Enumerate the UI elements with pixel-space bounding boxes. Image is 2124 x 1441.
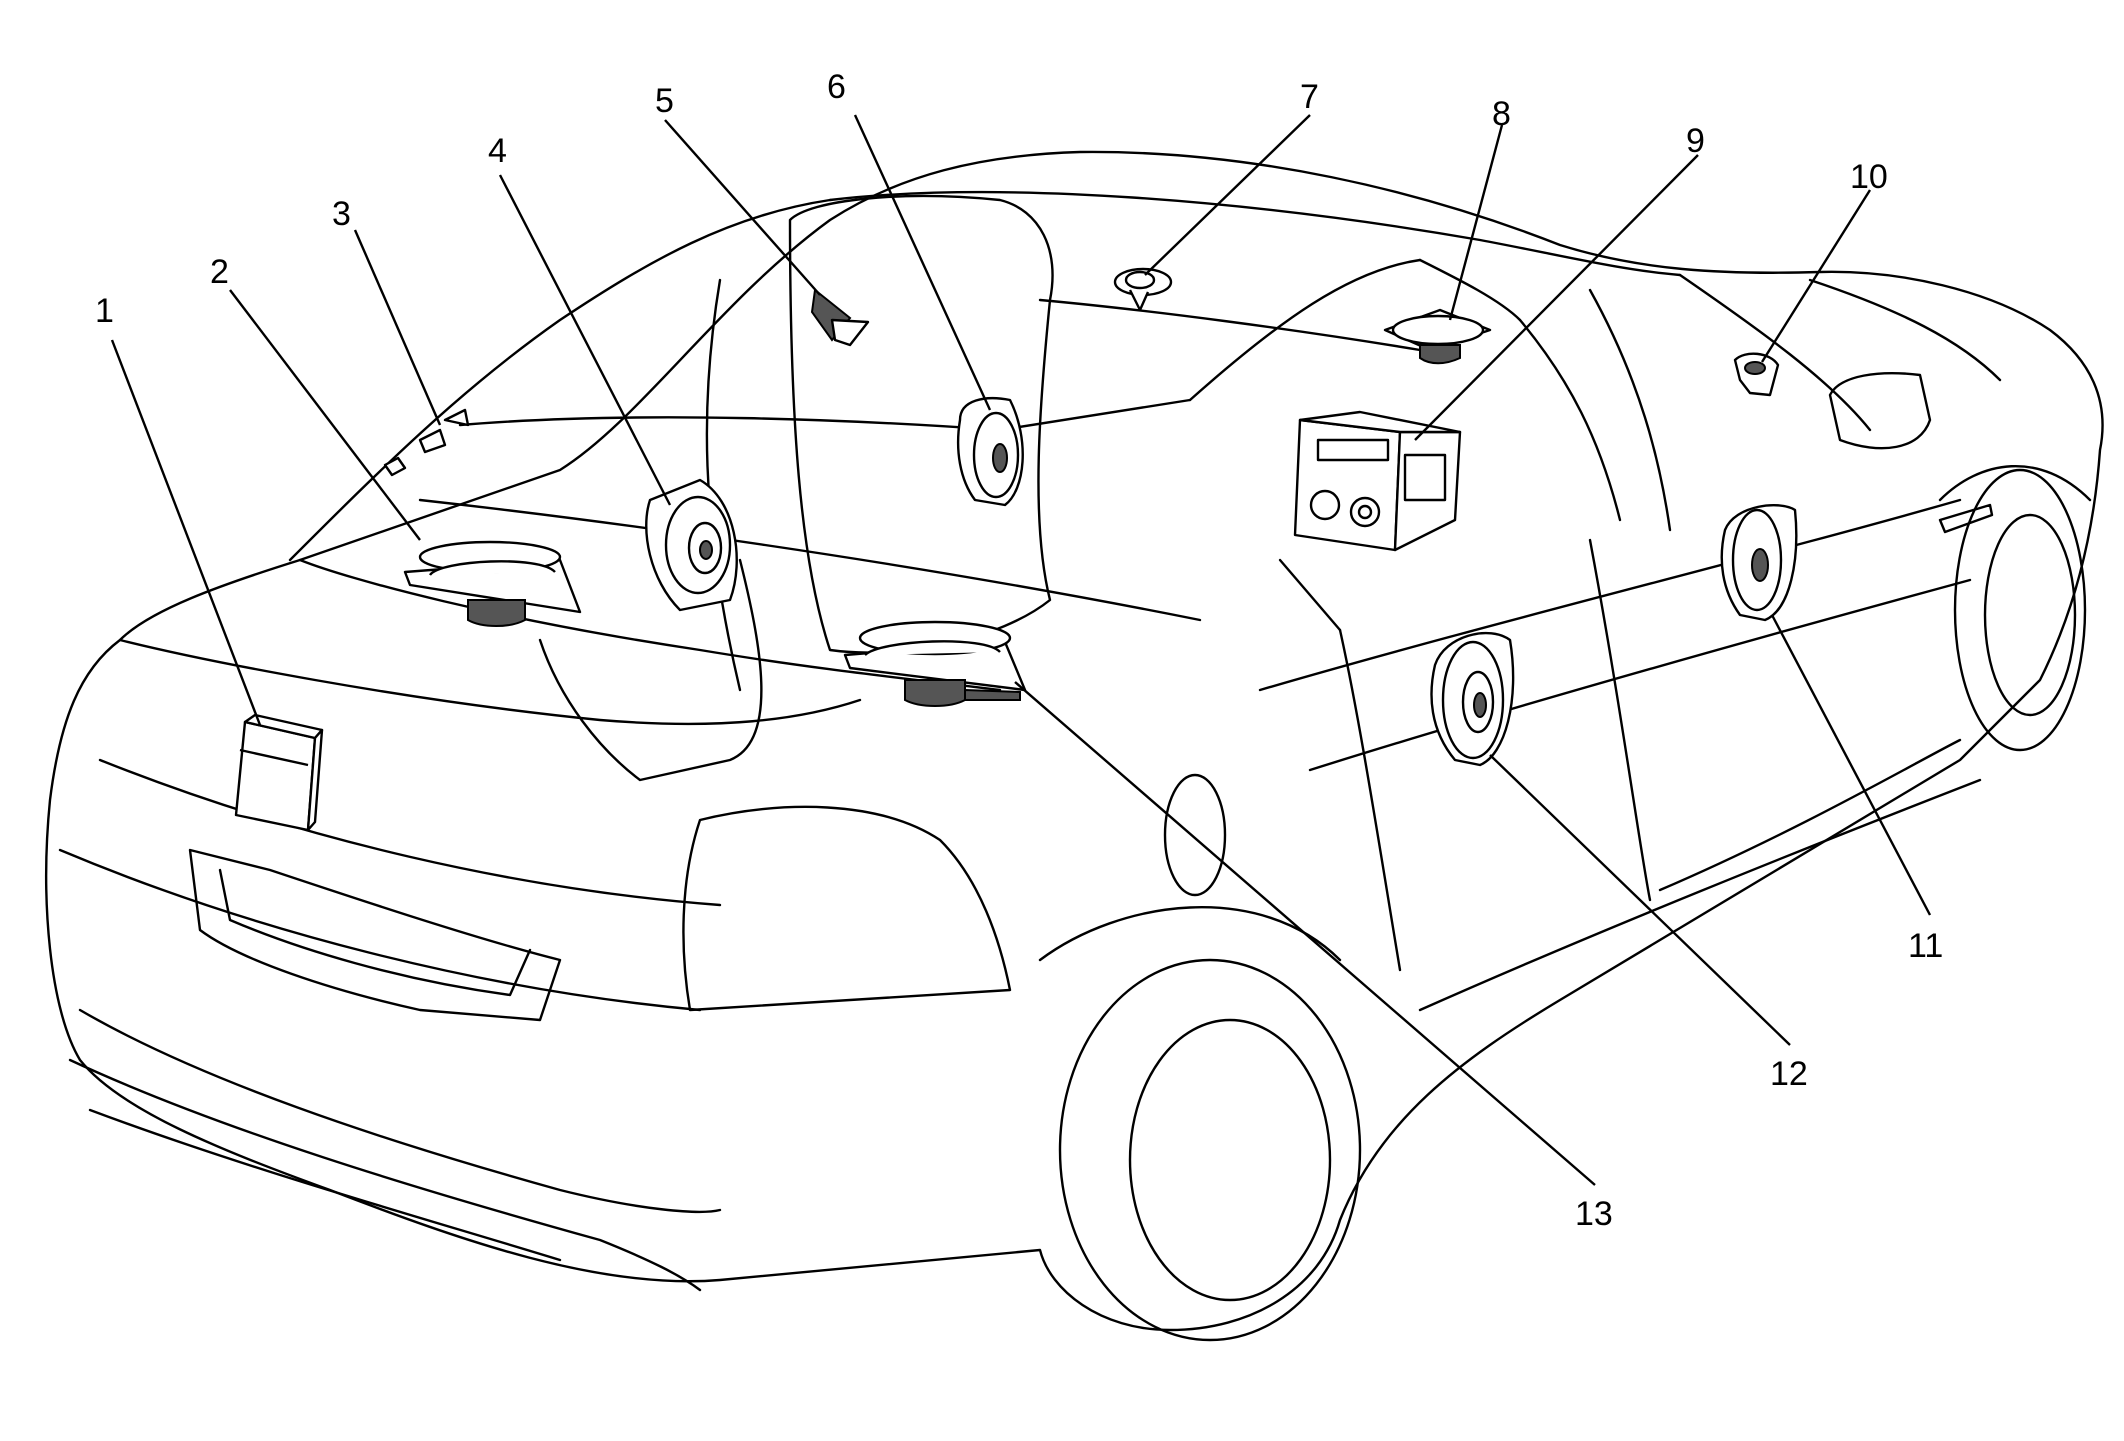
roof-antenna — [810, 288, 870, 347]
leader-lines — [110, 114, 1932, 1186]
front-tweeter — [1733, 352, 1780, 397]
callout-1: 1 — [95, 292, 114, 330]
leader-5 — [664, 119, 821, 296]
leader-13 — [1014, 681, 1596, 1186]
callout-7: 7 — [1300, 78, 1319, 116]
callout-9: 9 — [1686, 122, 1705, 160]
leader-6 — [853, 114, 992, 411]
car-body — [45, 150, 2104, 1342]
front-dash-speaker — [1383, 308, 1492, 365]
callout-10: 10 — [1850, 158, 1888, 196]
rear-deck-speaker-right — [843, 620, 1027, 707]
rear-door-speaker — [645, 478, 738, 612]
leader-2 — [229, 289, 421, 541]
leader-4 — [498, 174, 672, 506]
rear-deck-speaker-left — [403, 540, 582, 627]
leader-7 — [1144, 114, 1311, 276]
leader-1 — [110, 339, 262, 726]
rear-side-speaker — [957, 397, 1024, 507]
callout-13: 13 — [1575, 1195, 1613, 1233]
amplifier-module — [234, 713, 324, 832]
leader-8 — [1448, 124, 1504, 321]
callout-8: 8 — [1492, 95, 1511, 133]
callout-11: 11 — [1908, 927, 1943, 965]
callout-6: 6 — [827, 68, 846, 106]
leader-10 — [1760, 189, 1872, 363]
callout-2: 2 — [210, 253, 229, 291]
callout-4: 4 — [488, 132, 507, 170]
callout-5: 5 — [655, 82, 674, 120]
radio-head-unit — [1293, 410, 1462, 552]
callout-labels: 1 2 3 4 5 6 7 8 9 10 11 12 13 — [95, 68, 1943, 1233]
antenna-module — [383, 408, 470, 477]
rear-door-speaker-right — [1430, 632, 1515, 767]
leader-12 — [1489, 754, 1791, 1046]
leader-11 — [1770, 614, 1932, 916]
leader-3 — [353, 229, 442, 426]
leader-9 — [1414, 154, 1699, 441]
callout-12: 12 — [1770, 1055, 1808, 1093]
callout-3: 3 — [332, 195, 351, 233]
roof-microphone — [1113, 267, 1173, 312]
front-door-speaker — [1720, 503, 1798, 622]
